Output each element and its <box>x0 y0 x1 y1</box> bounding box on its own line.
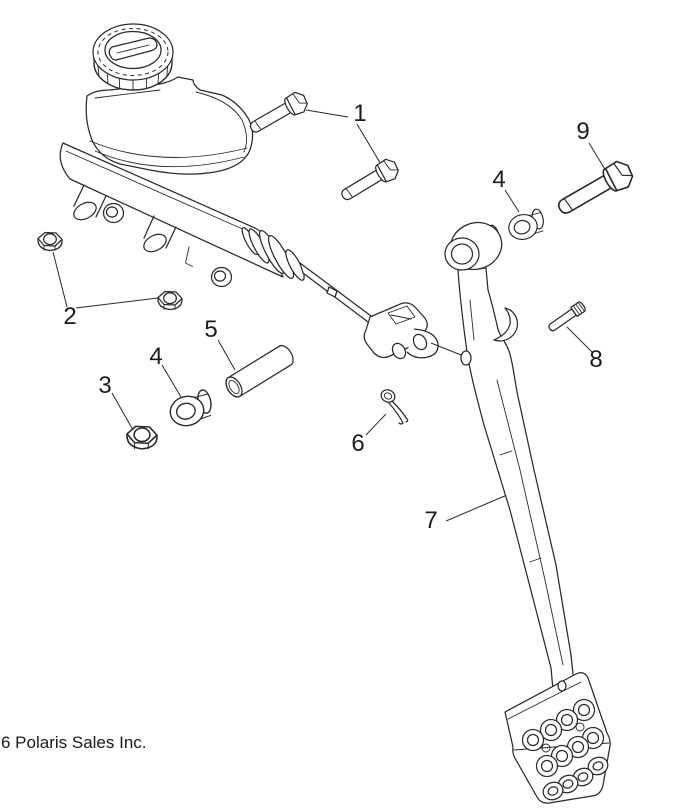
callout-3: 3 <box>98 372 111 399</box>
leader-4b <box>161 364 182 398</box>
piston-stack <box>241 226 305 281</box>
leader-7 <box>445 494 508 522</box>
pad-studs-row2 <box>535 726 605 778</box>
pedal-hook <box>493 307 519 342</box>
reservoir-cap <box>92 23 174 91</box>
callout-leader-lines <box>52 109 607 522</box>
callout-6: 6 <box>351 430 364 457</box>
bolt-1-upper <box>245 88 312 140</box>
spacer-5 <box>225 345 294 398</box>
brake-pedal <box>444 222 611 804</box>
leader-8 <box>566 326 593 353</box>
bolt-9 <box>552 156 639 223</box>
bolt-1-lower <box>337 155 403 208</box>
leader-6 <box>365 413 387 436</box>
nut-3 <box>126 425 158 450</box>
nut-2-right <box>157 290 183 311</box>
leader-4a <box>504 189 520 213</box>
callout-labels: 1 2 3 4 4 5 6 7 8 9 <box>63 100 602 534</box>
callout-8: 8 <box>589 346 602 373</box>
bushing-4-lower <box>166 388 214 430</box>
clevis-pin-8 <box>548 301 586 332</box>
leader-3 <box>111 392 134 431</box>
leader-9 <box>588 142 607 172</box>
pedal-pivot-boss <box>444 222 503 271</box>
copyright-text: 6 Polaris Sales Inc. <box>1 733 147 752</box>
pedal-pad <box>504 672 611 804</box>
clevis-yoke <box>363 302 462 360</box>
brake-fluid-reservoir <box>85 76 254 175</box>
callout-2: 2 <box>63 303 76 330</box>
leader-2a <box>52 251 68 308</box>
pad-studs-row3 <box>542 756 609 801</box>
callout-4-upper: 4 <box>492 166 505 193</box>
leader-2b <box>75 297 159 309</box>
callout-5: 5 <box>204 316 217 343</box>
callout-4-lower: 4 <box>149 343 162 370</box>
callout-7: 7 <box>424 507 437 534</box>
leader-5 <box>217 339 236 371</box>
bushing-4-upper <box>505 207 546 243</box>
cotter-pin-6 <box>380 389 409 425</box>
push-rod <box>299 262 373 326</box>
master-cylinder-body <box>59 142 284 288</box>
clevis-hole <box>460 350 472 366</box>
pedal-arm <box>457 267 576 694</box>
callout-9: 9 <box>576 118 589 145</box>
pad-studs-row1 <box>521 698 596 752</box>
nut-2-left <box>37 231 63 252</box>
master-cylinder-assembly <box>59 23 462 360</box>
callout-1: 1 <box>353 100 366 127</box>
leader-1a <box>305 109 349 118</box>
leader-1b <box>356 123 383 167</box>
